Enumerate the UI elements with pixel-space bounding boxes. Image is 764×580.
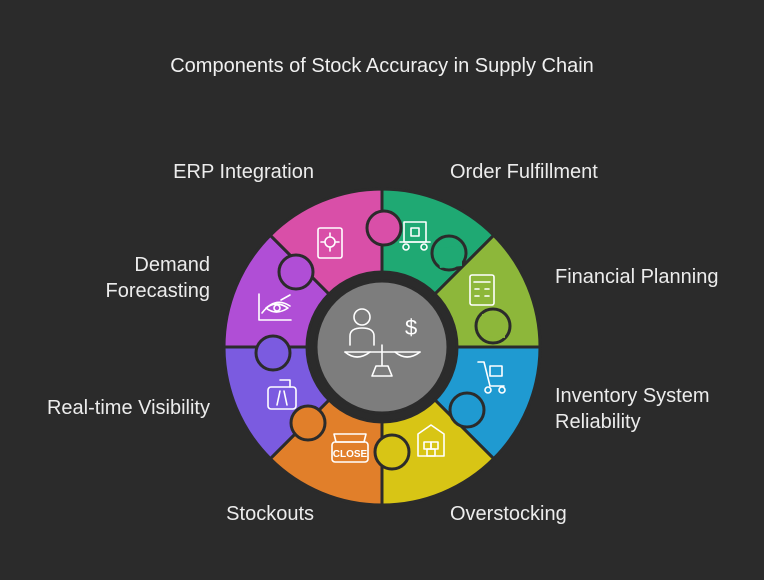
- center-dollar-symbol: $: [405, 315, 417, 340]
- label-demand-line1: Demand: [134, 254, 210, 276]
- label-overstocking: Overstocking: [450, 503, 567, 525]
- label-inventory-system-reliability: Inventory System Reliability: [555, 383, 710, 435]
- label-financial-planning: Financial Planning: [555, 266, 719, 288]
- seam-stockouts: [298, 413, 318, 433]
- puzzle-tab-seams: [262, 218, 505, 462]
- label-inventory-line1: Inventory System: [555, 385, 710, 407]
- label-realtime-visibility: Real-time Visibility: [46, 397, 210, 419]
- label-inventory-line2: Reliability: [555, 411, 641, 433]
- seam-demand: [285, 262, 307, 282]
- eye-chart-icon: [258, 293, 292, 321]
- segments-group: [222, 187, 542, 507]
- seam-order: [436, 246, 462, 268]
- hand-truck-icon: [477, 361, 506, 394]
- page-title: Components of Stock Accuracy in Supply C…: [170, 55, 594, 77]
- seam-financial: [482, 314, 505, 338]
- label-stockouts: Stockouts: [226, 503, 314, 525]
- person-balance-scale-icon: [344, 308, 421, 377]
- segment-erp-integration: [268, 187, 384, 297]
- closed-store-icon: [331, 433, 369, 463]
- close-sign-text: CLOSE: [333, 449, 368, 460]
- warehouse-boxes-icon: [417, 424, 445, 457]
- label-demand-line2: Forecasting: [105, 280, 211, 302]
- seam-overstocking: [383, 442, 401, 462]
- gear-document-icon: [317, 227, 343, 259]
- delivery-cart-icon: [399, 221, 431, 251]
- calculator-icon: [469, 274, 495, 306]
- label-order-fulfillment: Order Fulfillment: [450, 161, 598, 183]
- seam-erp: [374, 218, 394, 238]
- road-sign-icon: [267, 379, 297, 410]
- seam-realtime: [262, 343, 284, 363]
- seam-inventory: [456, 400, 478, 420]
- label-demand-forecasting: Demand Forecasting: [40, 252, 211, 304]
- label-erp-integration: ERP Integration: [173, 161, 314, 183]
